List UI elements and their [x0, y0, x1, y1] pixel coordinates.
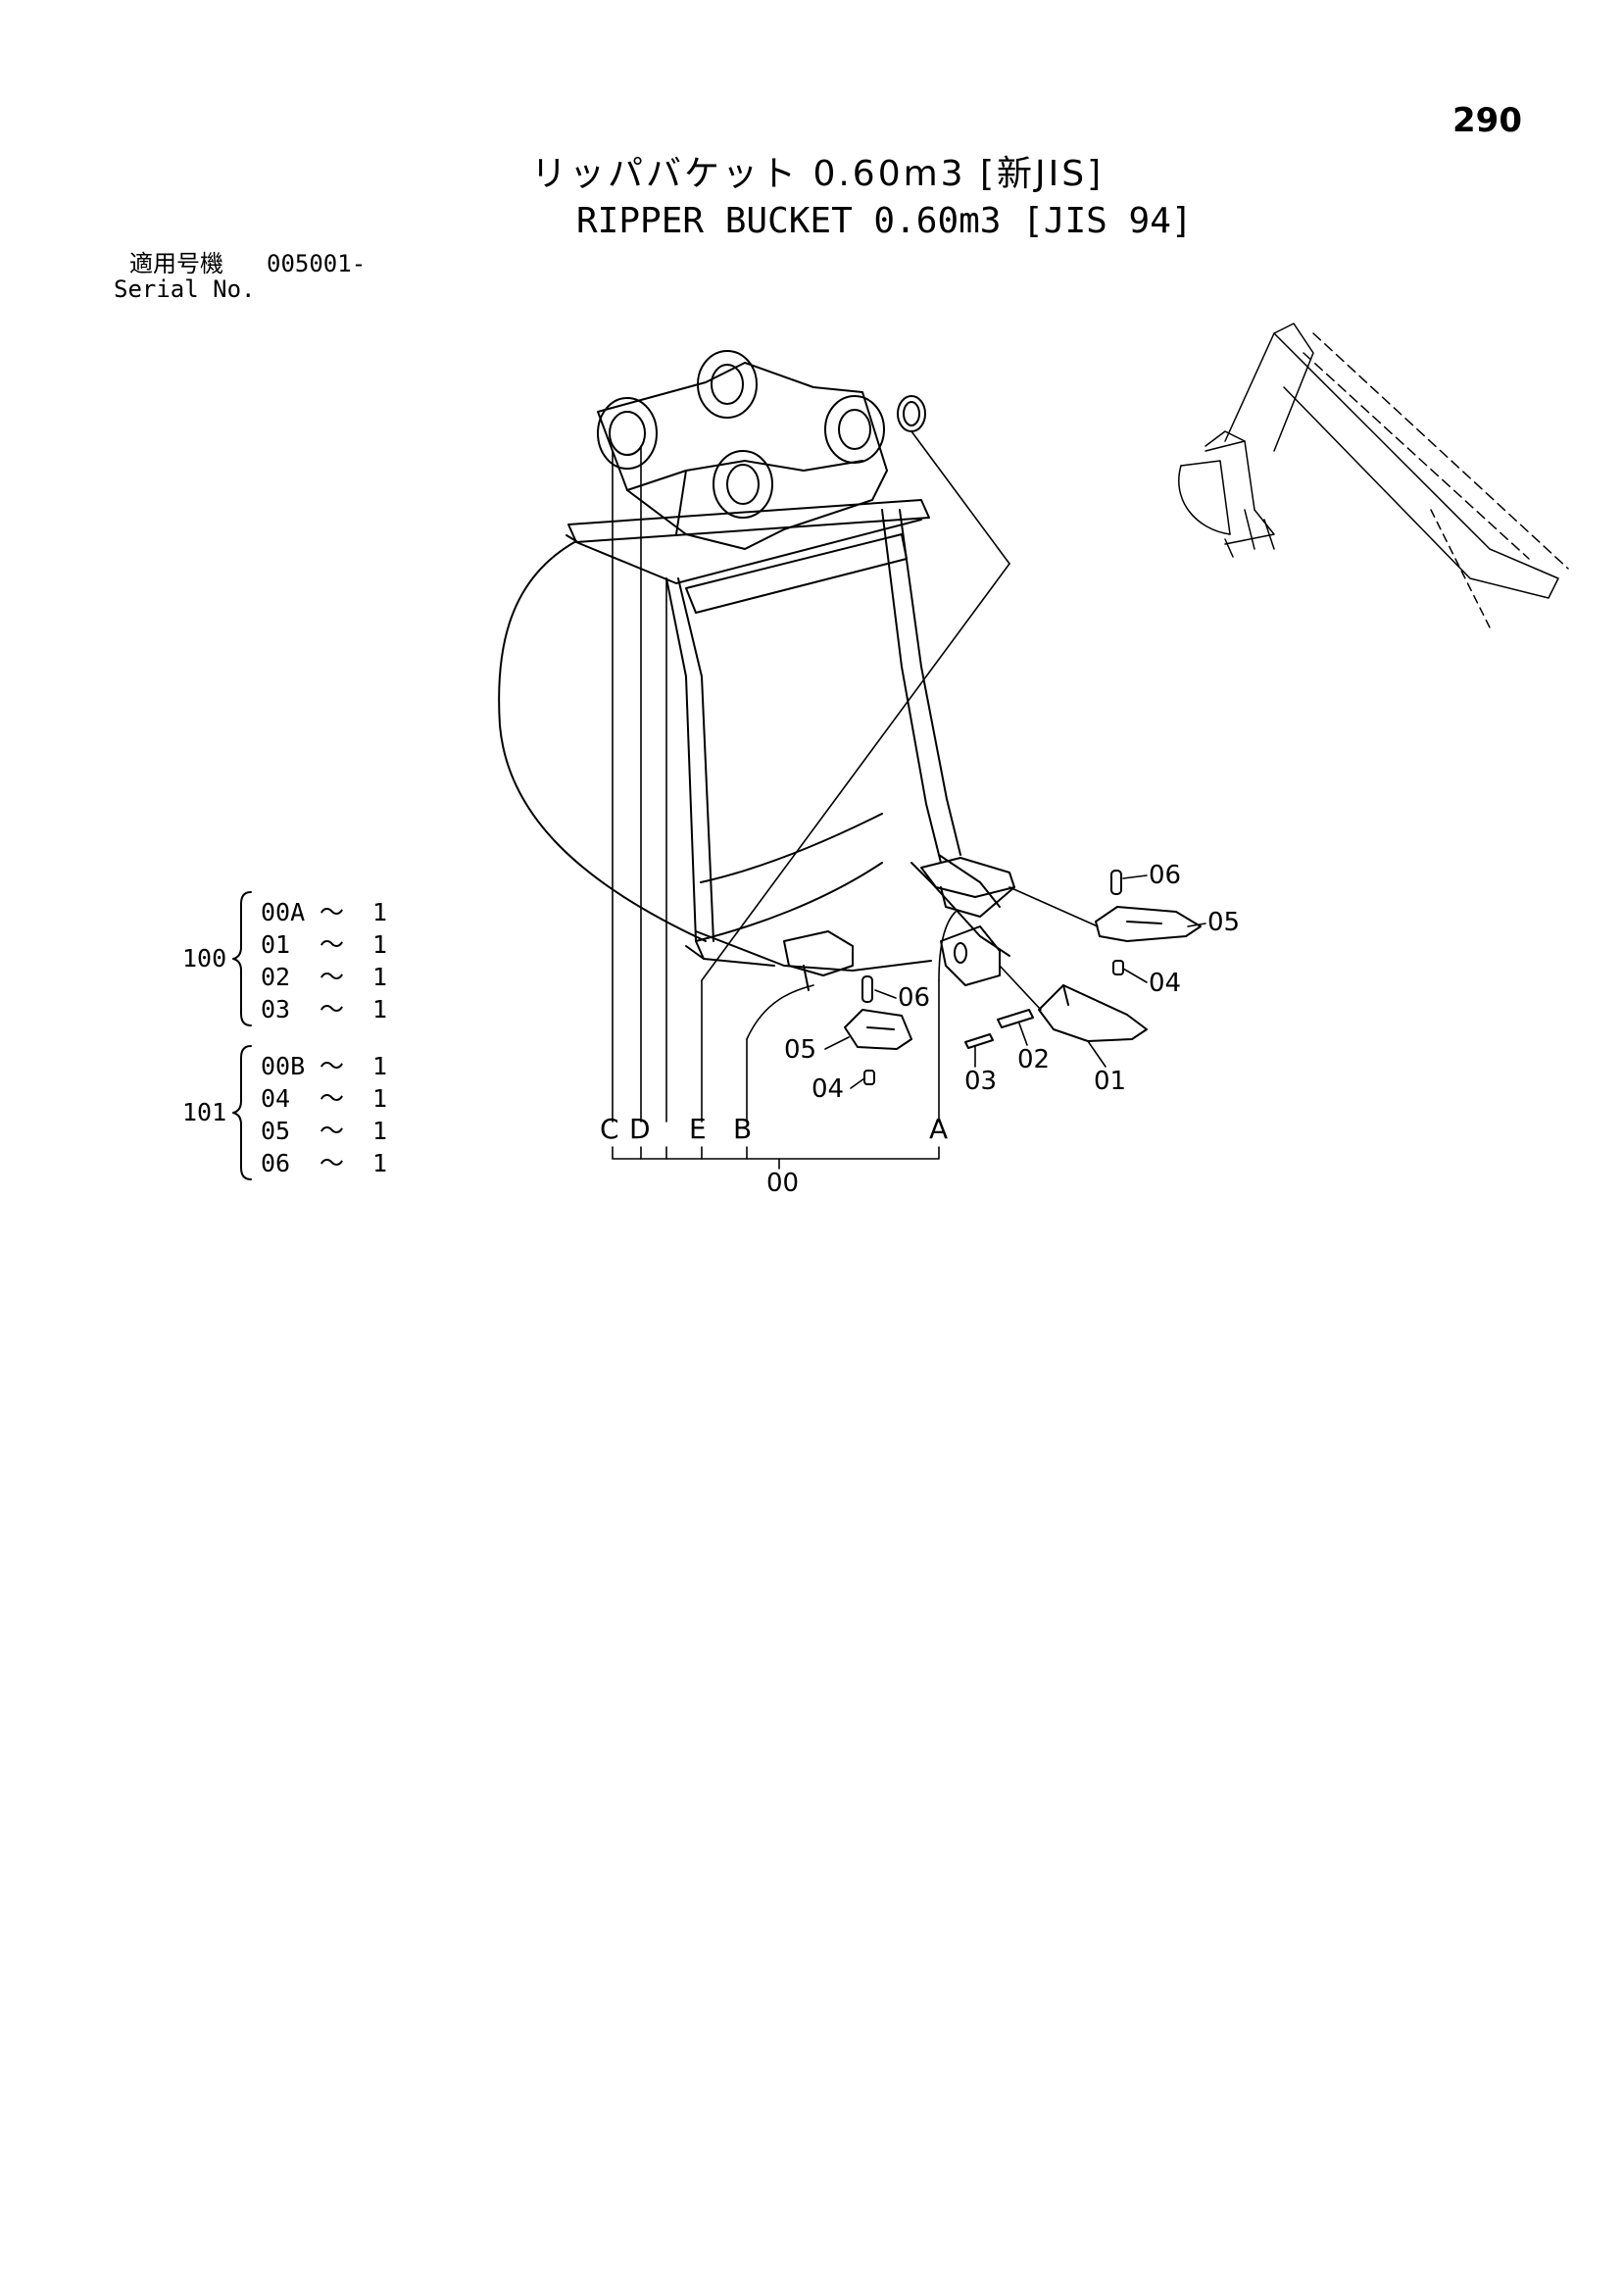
boss-ring-3	[824, 395, 885, 464]
leader-lines	[612, 430, 1206, 1170]
label-c: C	[600, 1113, 619, 1145]
boss-ring-2	[697, 350, 758, 419]
kit-item: 05	[261, 1117, 291, 1145]
kit-qty: 1	[372, 930, 388, 959]
boss-ring-4	[713, 450, 773, 519]
kit-tilde: 〜	[320, 963, 345, 991]
kit-tilde: 〜	[320, 995, 345, 1023]
kit-item: 00B	[261, 1052, 306, 1080]
callout-04-right: 04	[1149, 969, 1182, 998]
kit-group-100: 100	[182, 944, 227, 973]
label-d: D	[629, 1113, 651, 1145]
kit-qty: 1	[372, 1084, 388, 1113]
kit-qty: 1	[372, 995, 388, 1023]
callout-06-center: 06	[898, 983, 931, 1013]
side-cutter-05-left	[844, 1009, 912, 1050]
o-ring	[897, 395, 926, 432]
pin-03	[964, 1033, 994, 1049]
bucket-bracket	[597, 362, 888, 550]
kit-item: 01	[261, 930, 291, 959]
kit-qty: 1	[372, 1149, 388, 1177]
bucket-body	[498, 499, 1010, 972]
page-number: 290	[1452, 101, 1522, 140]
kit-tilde: 〜	[320, 1084, 345, 1113]
callout-06-right: 06	[1149, 861, 1182, 890]
callout-05-right: 05	[1207, 908, 1241, 937]
kit-qty: 1	[372, 1117, 388, 1145]
pin-06-center	[861, 975, 873, 1003]
kit-qty: 1	[372, 1052, 388, 1080]
tooth-adapter-right	[920, 857, 1015, 918]
serial-range: 005001-	[267, 250, 367, 277]
kit-tilde: 〜	[320, 898, 345, 926]
label-a: A	[929, 1113, 949, 1145]
serial-label-english: Serial No.	[114, 275, 256, 303]
boss-ring-1	[597, 397, 658, 470]
kit-item: 02	[261, 963, 291, 991]
kit-item: 00A	[261, 898, 306, 926]
callout-04-left: 04	[812, 1074, 845, 1104]
callout-03: 03	[964, 1067, 998, 1096]
kit-qty: 1	[372, 898, 388, 926]
title-english: RIPPER BUCKET 0.60m3 [JIS 94]	[576, 201, 1193, 241]
callout-00: 00	[766, 1169, 800, 1198]
side-cutter-05-right	[1095, 906, 1202, 942]
lock-04-left	[863, 1070, 875, 1085]
tooth-01	[1038, 984, 1148, 1042]
kit-item: 04	[261, 1084, 291, 1113]
kit-group-101: 101	[182, 1098, 227, 1126]
serial-label-japanese: 適用号機	[129, 250, 223, 277]
kit-tilde: 〜	[320, 1052, 345, 1080]
lock-04-right	[1112, 960, 1124, 975]
kit-item: 06	[261, 1149, 291, 1177]
excavator-arm-inset	[1178, 323, 1569, 628]
kit-tilde: 〜	[320, 1117, 345, 1145]
kit-qty: 1	[372, 963, 388, 991]
tooth-adapter-left	[783, 930, 854, 991]
callout-02: 02	[1017, 1045, 1051, 1074]
kit-braces	[232, 891, 252, 1180]
tooth-adapter-front	[940, 925, 1001, 986]
pin-02	[997, 1009, 1034, 1028]
title-japanese: リッパバケット 0.60m3 [新JIS]	[531, 154, 1105, 194]
kit-tilde: 〜	[320, 1149, 345, 1177]
kit-item: 03	[261, 995, 291, 1023]
callout-01: 01	[1094, 1067, 1127, 1096]
kit-tilde: 〜	[320, 930, 345, 959]
callout-05-left: 05	[784, 1035, 817, 1065]
pin-06-right	[1110, 870, 1122, 895]
